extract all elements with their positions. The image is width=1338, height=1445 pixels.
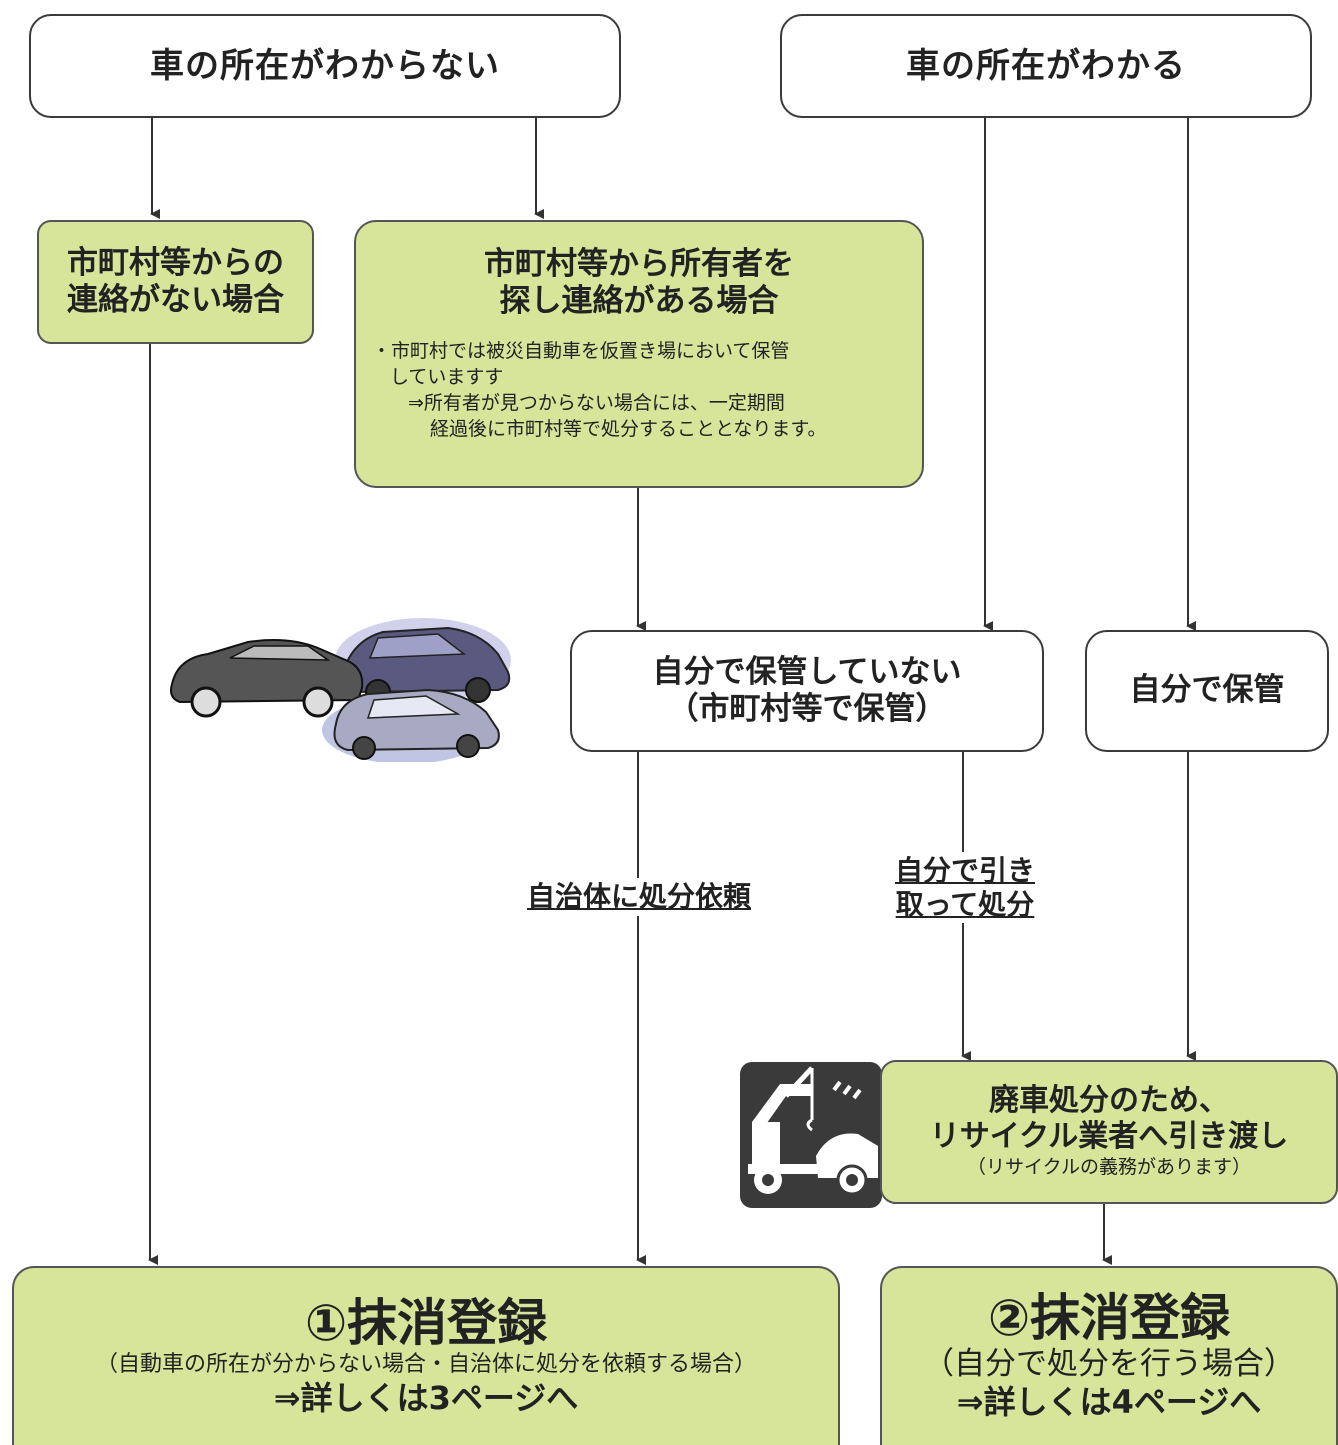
registration-2-box: ②抹消登録 （自分で処分を行う場合） ⇒詳しくは4ページへ [880, 1266, 1338, 1445]
self-kept-box: 自分で保管 [1085, 630, 1329, 752]
unknown-location-box: 車の所在がわからない [29, 14, 621, 118]
self-kept-label: 自分で保管 [1129, 672, 1285, 709]
contact-note-4: 経過後に市町村等で処分することとなります。 [430, 418, 827, 441]
registration-1-box: ①抹消登録 （自動車の所在が分からない場合・自治体に処分を依頼する場合） ⇒詳し… [12, 1266, 840, 1445]
registration-2-link: ⇒詳しくは4ページへ [956, 1383, 1262, 1422]
no-contact-line1: 市町村等からの [67, 244, 284, 281]
contact-title-line2: 探し連絡がある場合 [499, 283, 779, 320]
known-location-box: 車の所在がわかる [780, 14, 1312, 118]
recycle-line3: （リサイクルの義務があります） [966, 1156, 1252, 1179]
contact-note-2: していますす [390, 366, 504, 389]
self-pickup-line1: 自分で引き [894, 854, 1035, 887]
contact-title-line1: 市町村等から所有者を [484, 246, 794, 282]
registration-1-title: ①抹消登録 [304, 1293, 548, 1352]
not-self-kept-box: 自分で保管していない （市町村等で保管） [570, 630, 1044, 752]
request-disposal-label: 自治体に処分依頼 [512, 878, 766, 916]
recycle-box: 廃車処分のため、 リサイクル業者へ引き渡し （リサイクルの義務があります） [880, 1060, 1338, 1204]
recycle-line1: 廃車処分のため、 [989, 1083, 1229, 1119]
no-contact-box: 市町村等からの 連絡がない場合 [37, 220, 314, 344]
registration-1-sub: （自動車の所在が分からない場合・自治体に処分を依頼する場合） [95, 1351, 756, 1377]
self-pickup-label: 自分で引き 取って処分 [888, 852, 1042, 924]
registration-2-sub: （自分で処分を行う場合） [923, 1346, 1295, 1383]
unknown-location-label: 車の所在がわからない [150, 45, 500, 86]
registration-1-link: ⇒詳しくは3ページへ [273, 1379, 579, 1418]
no-contact-line2: 連絡がない場合 [67, 282, 284, 318]
not-self-kept-line1: 自分で保管していない [652, 653, 962, 690]
self-pickup-line2: 取って処分 [895, 887, 1035, 921]
damaged-cars-icon [170, 618, 511, 762]
known-location-label: 車の所在がわかる [906, 45, 1186, 86]
registration-2-title: ②抹消登録 [987, 1289, 1231, 1348]
contact-box: 市町村等から所有者を 探し連絡がある場合 ・市町村では被災自動車を仮置き場におい… [354, 220, 924, 488]
tow-truck-icon [740, 1062, 882, 1208]
contact-note-3: ⇒所有者が見つからない場合には、一定期間 [408, 392, 785, 415]
contact-note-1: ・市町村では被災自動車を仮置き場において保管 [372, 340, 790, 363]
recycle-line2: リサイクル業者へ引き渡し [929, 1119, 1289, 1155]
not-self-kept-line2: （市町村等で保管） [667, 691, 947, 727]
